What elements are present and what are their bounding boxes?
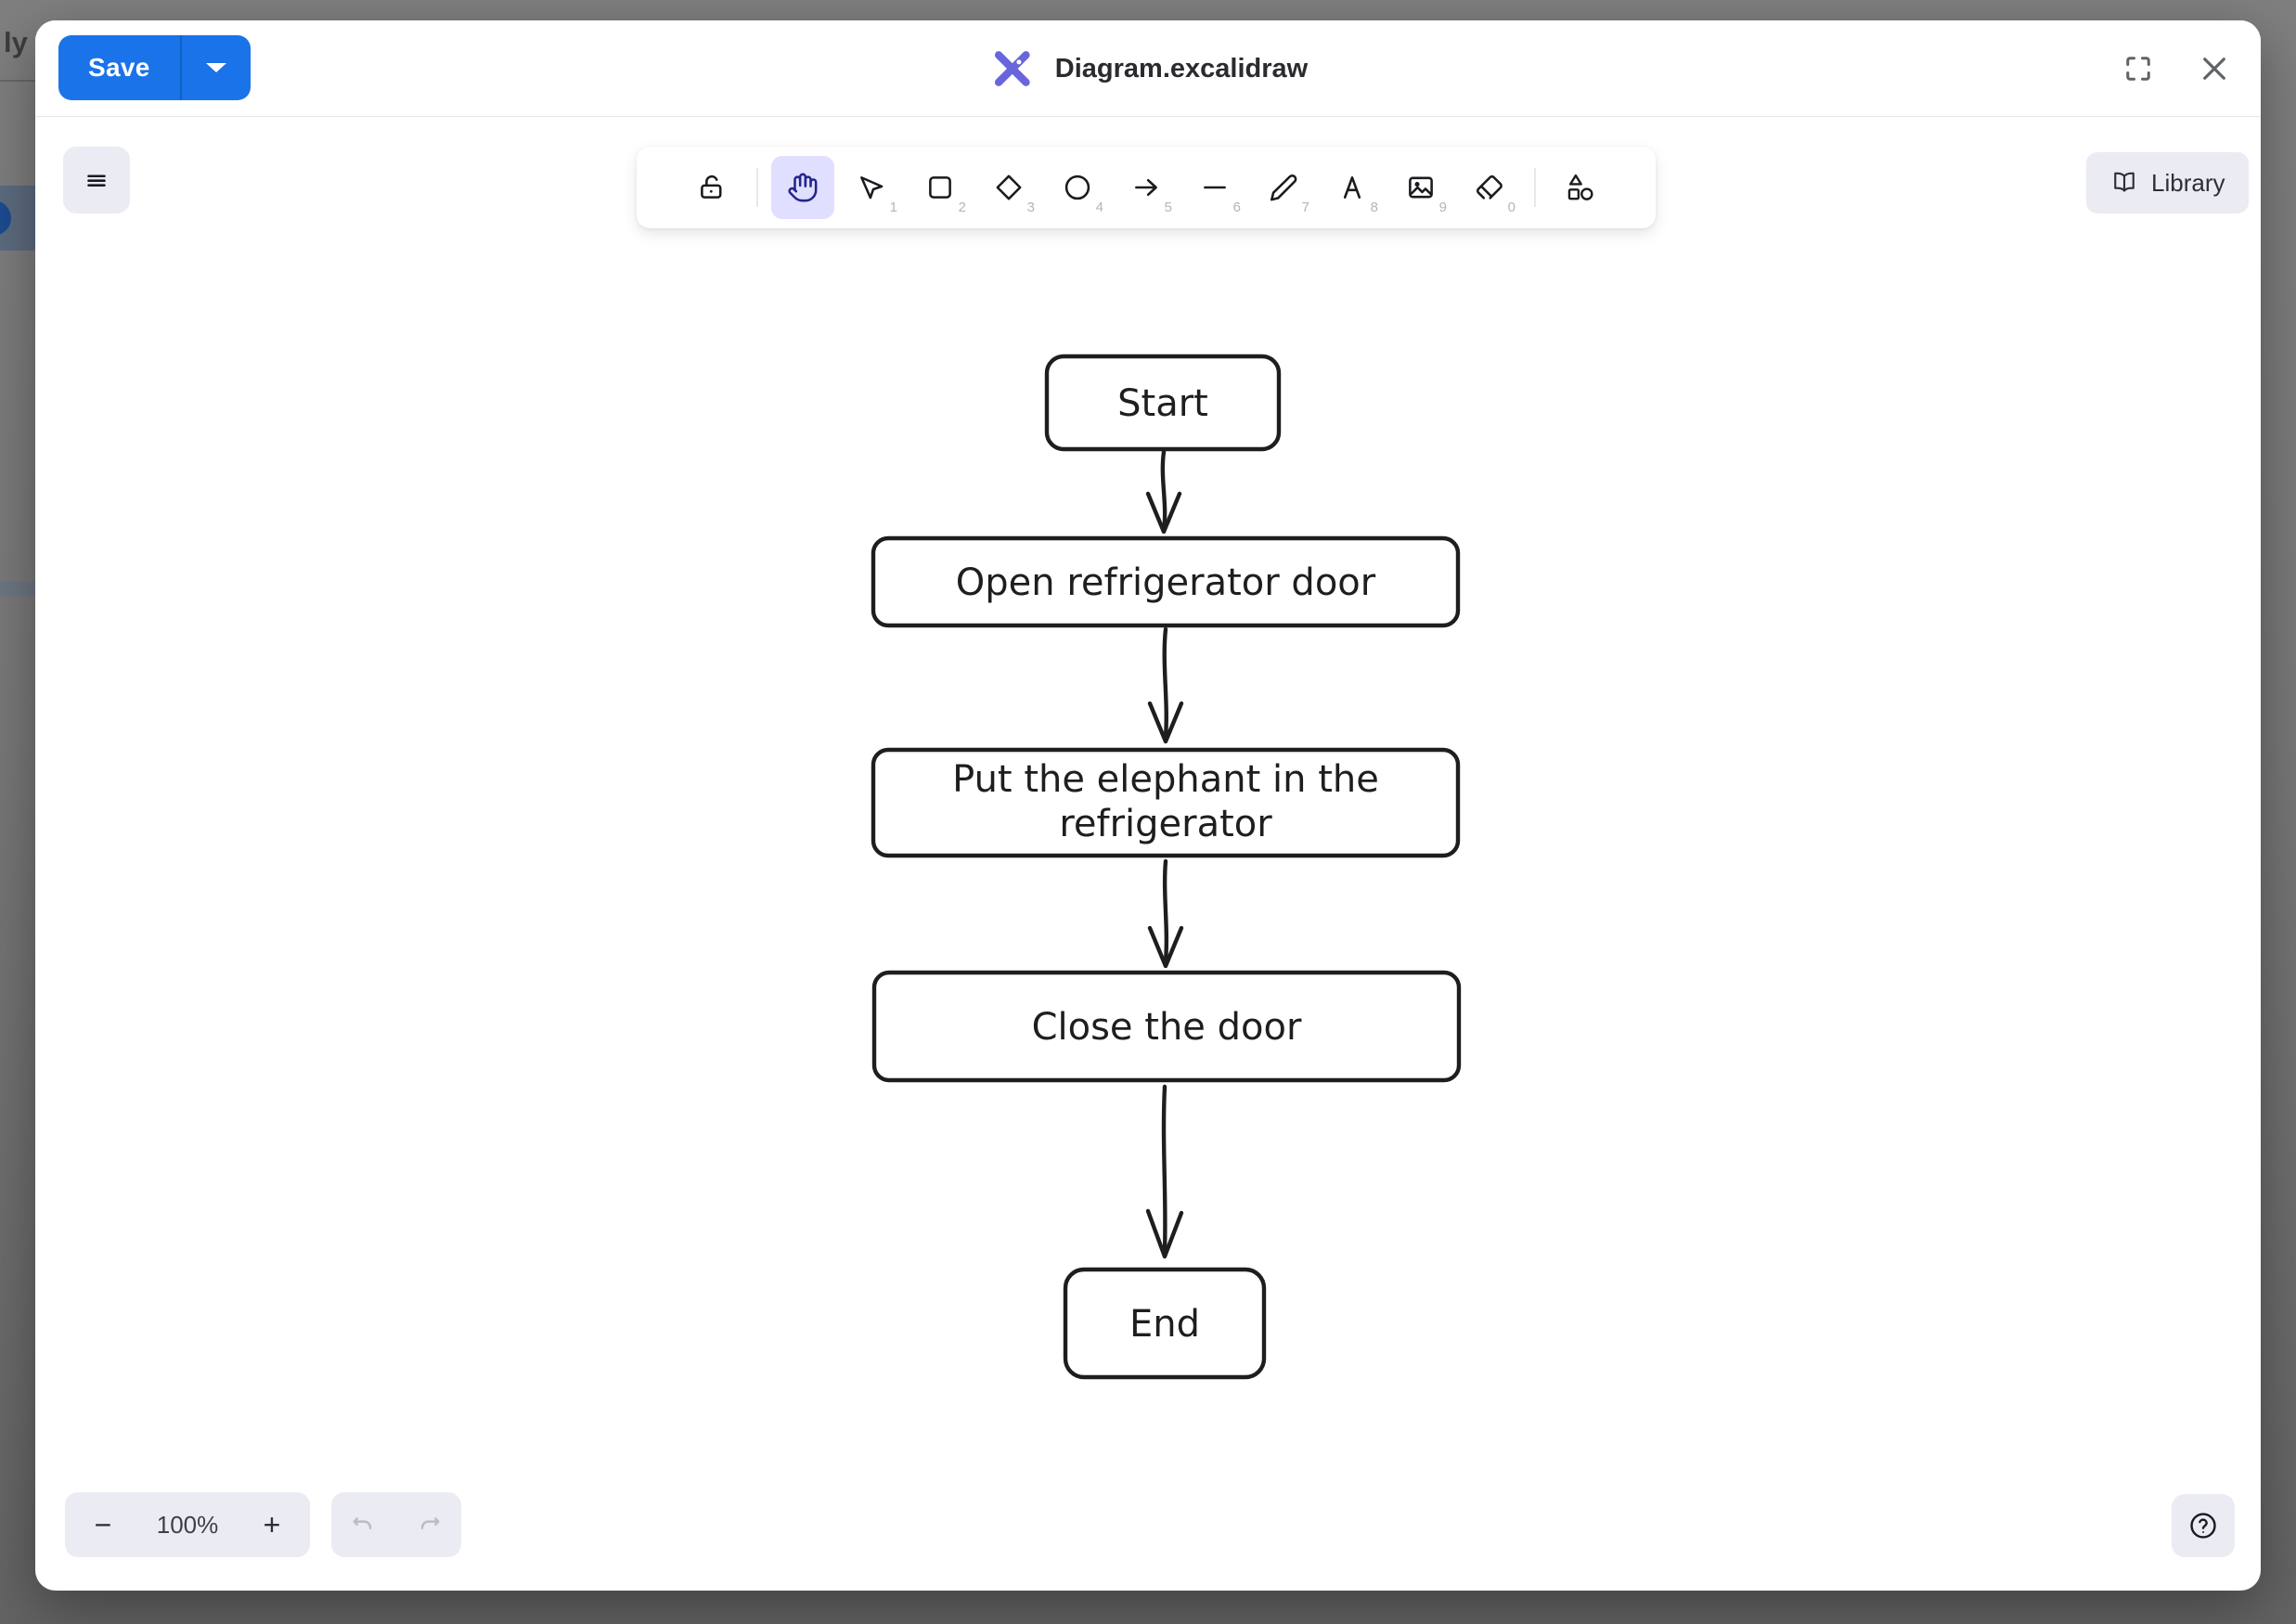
excalidraw-canvas[interactable]: Start Open refrigerator door Put the ele…: [35, 117, 2261, 1591]
tool-eraser[interactable]: 0: [1458, 156, 1521, 219]
file-title: Diagram.excalidraw: [1054, 53, 1309, 84]
excalidraw-editor-modal: Save Diagram.excalidraw: [35, 20, 2261, 1591]
tool-shapes[interactable]: [1549, 156, 1612, 219]
flowchart-node-close[interactable]: [871, 970, 1462, 1083]
background-blue-avatar: [0, 200, 11, 236]
toolbar-divider: [756, 168, 758, 207]
tool-line[interactable]: 6: [1183, 156, 1246, 219]
tool-toolbar: 1 2 3 4 5: [637, 147, 1656, 228]
tool-shortcut: 2: [958, 200, 966, 215]
tool-shortcut: 6: [1232, 200, 1241, 215]
arrow-icon: [1135, 178, 1157, 197]
flowchart-edge-4[interactable]: [1145, 1084, 1184, 1259]
main-menu-button[interactable]: [63, 147, 130, 213]
file-title-group: Diagram.excalidraw: [988, 20, 1308, 117]
flowchart-edge-2[interactable]: [1147, 626, 1184, 744]
node-label-start: Start: [1117, 382, 1208, 425]
library-label: Library: [2151, 168, 2225, 197]
node-label-end: End: [1129, 1303, 1200, 1346]
tool-shortcut: 9: [1438, 200, 1447, 215]
background-row: [0, 582, 35, 597]
line-icon: [1204, 186, 1226, 189]
tool-shortcut: 0: [1507, 200, 1516, 215]
tool-image[interactable]: 9: [1389, 156, 1452, 219]
selection-cursor-icon: [860, 176, 884, 200]
history-controls: [331, 1492, 461, 1557]
tool-shortcut: 5: [1164, 200, 1172, 215]
question-mark-icon: [2190, 1513, 2216, 1539]
close-icon: [2203, 58, 2225, 80]
tool-diamond[interactable]: 3: [977, 156, 1040, 219]
tool-hand[interactable]: [771, 156, 834, 219]
save-button-divider: [179, 35, 182, 100]
undo-button[interactable]: [331, 1492, 396, 1557]
eraser-icon: [1476, 174, 1503, 200]
tool-arrow[interactable]: 5: [1115, 156, 1178, 219]
flowchart-node-put[interactable]: [871, 747, 1461, 858]
library-button[interactable]: Library: [2086, 152, 2250, 213]
tool-shortcut: 3: [1026, 200, 1035, 215]
zoom-out-button[interactable]: −: [94, 1507, 112, 1541]
tool-shortcut: 7: [1301, 200, 1309, 215]
flowchart-node-start[interactable]: [1044, 354, 1282, 452]
tool-ellipse[interactable]: 4: [1046, 156, 1109, 219]
window-actions: [2120, 20, 2233, 117]
redo-icon: [420, 1517, 440, 1529]
chevron-down-icon: [205, 63, 226, 72]
image-icon: [1409, 176, 1433, 199]
node-label-close: Close the door: [1032, 1006, 1302, 1049]
background-divider: [0, 80, 35, 82]
close-button[interactable]: [2196, 50, 2233, 87]
lock-open-icon: [701, 174, 722, 199]
tool-rectangle[interactable]: 2: [909, 156, 972, 219]
toolbar-divider: [1534, 168, 1536, 207]
redo-button[interactable]: [396, 1492, 461, 1557]
zoom-in-button[interactable]: +: [263, 1507, 281, 1541]
ellipse-icon: [1064, 174, 1090, 200]
tool-lock[interactable]: [680, 156, 743, 219]
undo-icon: [353, 1517, 372, 1529]
diamond-icon: [996, 174, 1022, 200]
flowchart-edge-1[interactable]: [1145, 449, 1182, 535]
hamburger-menu-icon: [87, 174, 106, 187]
tool-shortcut: 1: [889, 200, 897, 215]
excalidraw-logo-icon: [994, 51, 1030, 86]
tool-draw[interactable]: 7: [1252, 156, 1315, 219]
pencil-icon: [1270, 174, 1297, 201]
tool-shortcut: 8: [1370, 200, 1378, 215]
node-label-put-line1: Put the elephant in the: [952, 758, 1379, 801]
zoom-level[interactable]: 100%: [156, 1510, 219, 1539]
modal-header: Save Diagram.excalidraw: [35, 20, 2261, 117]
flowchart-node-end[interactable]: [1063, 1267, 1267, 1380]
hand-icon: [788, 173, 818, 202]
flowchart-node-open[interactable]: [871, 535, 1461, 628]
zoom-controls: − 100% +: [65, 1492, 310, 1557]
rectangle-icon: [929, 176, 951, 199]
save-options-button[interactable]: [182, 35, 251, 100]
node-label-put-line2: refrigerator: [1059, 803, 1272, 845]
fullscreen-icon: [2126, 57, 2150, 81]
node-label-open: Open refrigerator door: [956, 561, 1376, 604]
tool-selection[interactable]: 1: [840, 156, 903, 219]
tool-shortcut: 4: [1095, 200, 1103, 215]
help-button[interactable]: [2172, 1494, 2235, 1557]
save-split-button: Save: [58, 35, 251, 100]
shapes-icon: [1567, 174, 1593, 200]
flowchart-edge-3[interactable]: [1147, 858, 1184, 969]
tool-text[interactable]: 8: [1321, 156, 1384, 219]
save-button[interactable]: Save: [88, 53, 150, 82]
fullscreen-button[interactable]: [2120, 50, 2157, 87]
book-icon: [2114, 172, 2135, 192]
text-tool-icon: [1343, 176, 1361, 199]
